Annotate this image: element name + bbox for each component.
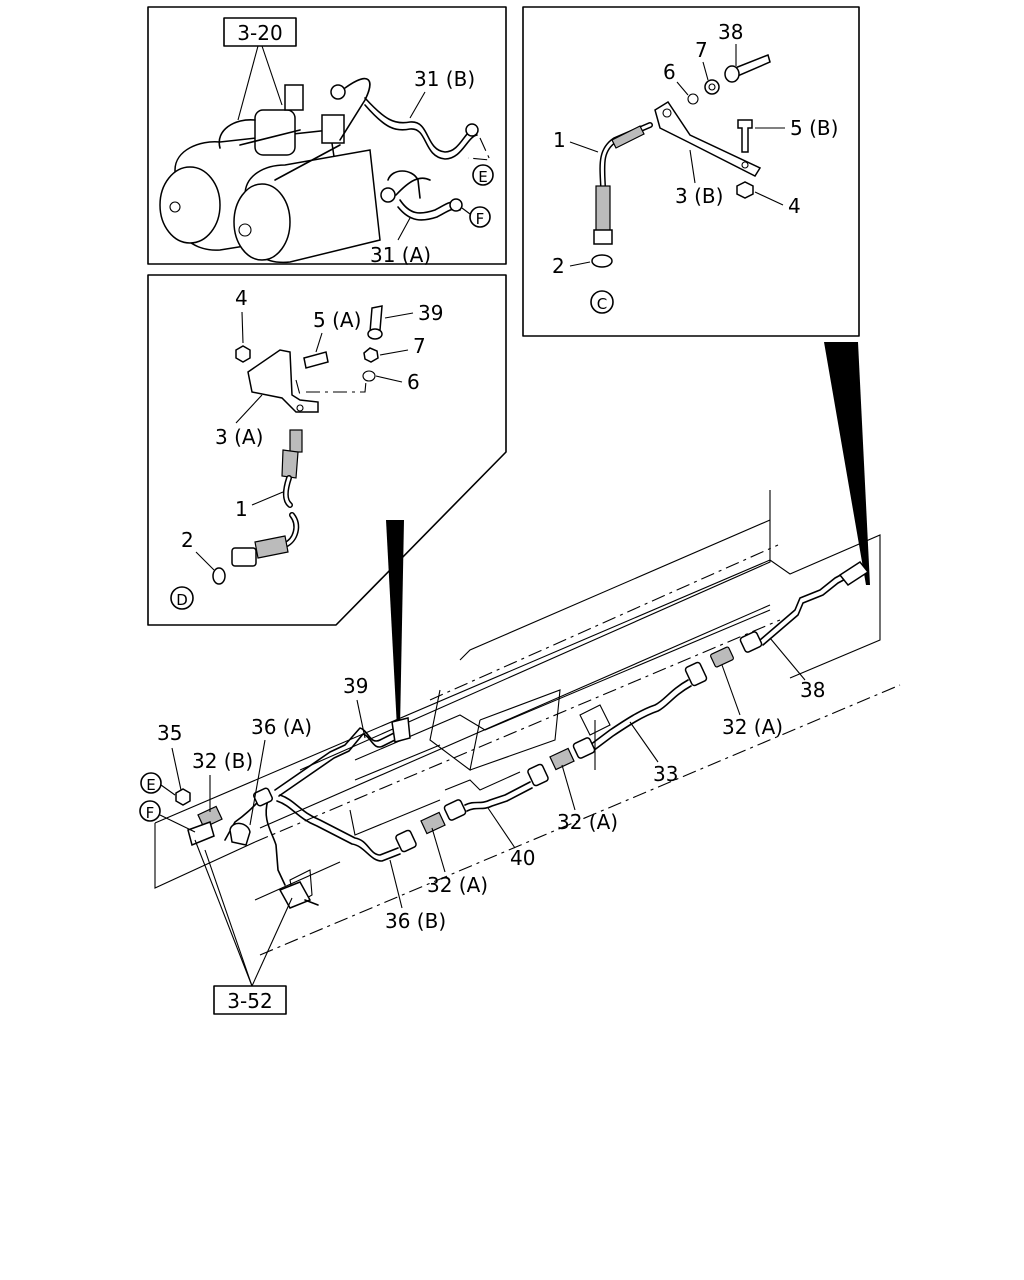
hose-1-end-mid — [254, 535, 289, 559]
label-32b: 32 (B) — [192, 749, 253, 773]
label-4-mid: 4 — [235, 286, 248, 310]
label-5b: 5 (B) — [790, 116, 838, 140]
bolt-5b — [737, 119, 753, 153]
washer-7 — [704, 79, 720, 95]
label-2-top: 2 — [552, 254, 565, 278]
bolt-5a — [303, 351, 329, 369]
label-36a: 36 (A) — [251, 715, 312, 739]
label-32a-low: 32 (A) — [427, 873, 488, 897]
label-32a-mid: 32 (A) — [557, 810, 618, 834]
pointer-wedge-right — [824, 342, 870, 585]
bolt-39 — [369, 305, 383, 333]
frame-labels: 39 36 (A) 35 32 (B) E F 38 32 (A) 33 32 … — [139, 637, 825, 1015]
ring-6 — [687, 93, 699, 105]
label-3a: 3 (A) — [215, 425, 263, 449]
bracket-39 — [391, 717, 411, 743]
fitting-32a-right — [710, 646, 734, 668]
label-7-top: 7 — [695, 38, 708, 62]
label-6-top: 6 — [663, 60, 676, 84]
connector-e-top — [472, 164, 494, 186]
label-4-top: 4 — [788, 194, 801, 218]
ref-box-3-20 — [223, 17, 297, 47]
pipe-31b — [364, 97, 476, 153]
nut-4-mid — [235, 345, 251, 363]
washer-7-mid — [363, 347, 379, 363]
label-39-frame: 39 — [343, 674, 368, 698]
label-40: 40 — [510, 846, 535, 870]
label-33: 33 — [653, 762, 678, 786]
label-1-mid: 1 — [235, 497, 248, 521]
nut-4 — [736, 181, 754, 199]
panel-border — [147, 6, 507, 265]
ref-box-3-52 — [213, 985, 287, 1015]
tee-fitting-left — [187, 821, 215, 847]
label-7-mid: 7 — [413, 334, 426, 358]
tee-fitting-lower — [278, 881, 312, 909]
label-35: 35 — [157, 721, 182, 745]
panel-border — [522, 6, 860, 337]
label-conn-d: D — [176, 591, 188, 609]
connector-c — [590, 290, 614, 314]
label-conn-f-top: F — [476, 210, 485, 228]
hose-1-end — [595, 185, 611, 232]
gasket-2 — [591, 254, 613, 268]
fitting-32b — [197, 805, 223, 829]
label-38-frame: 38 — [800, 678, 825, 702]
ref-label-3-20: 3-20 — [237, 21, 282, 45]
label-conn-e-top: E — [478, 168, 487, 186]
bracket-3b — [654, 100, 762, 177]
brake-pipes — [175, 561, 870, 909]
nut-35 — [175, 788, 191, 806]
label-6-mid: 6 — [407, 370, 420, 394]
fitting-38 — [739, 631, 763, 653]
panel-air-tanks: 3-20 31 (B) 31 (A) E F — [147, 6, 507, 267]
label-conn-f-frame: F — [146, 804, 155, 822]
ref-label-3-52: 3-52 — [227, 989, 272, 1013]
label-1-top: 1 — [553, 128, 566, 152]
bracket-3a — [247, 349, 319, 413]
air-tank-illustration — [159, 77, 431, 264]
label-31b: 31 (B) — [414, 67, 475, 91]
panel-border — [147, 274, 507, 626]
panel-bracket-3a: 4 5 (A) 39 7 6 3 (A) 1 2 D — [147, 274, 507, 626]
end-bracket — [838, 561, 870, 586]
label-32a-right: 32 (A) — [722, 715, 783, 739]
label-5a: 5 (A) — [313, 308, 361, 332]
label-36b: 36 (B) — [385, 909, 446, 933]
fitting-36a — [229, 822, 251, 846]
label-3b: 3 (B) — [675, 184, 723, 208]
label-31a: 31 (A) — [370, 243, 431, 267]
fitting-32a-mid — [549, 747, 575, 771]
pointer-wedge-left — [386, 520, 404, 728]
label-conn-c: C — [597, 295, 607, 313]
connector-f-top — [469, 206, 491, 228]
label-conn-e-frame: E — [146, 776, 155, 794]
gasket-2-mid — [212, 567, 226, 585]
label-38-top: 38 — [718, 20, 743, 44]
connector-f-frame — [139, 800, 161, 822]
connector-d — [170, 586, 194, 610]
label-2-mid: 2 — [181, 528, 194, 552]
label-39-mid: 39 — [418, 301, 443, 325]
fitting-32a-low — [420, 811, 446, 835]
ring-6-mid — [362, 370, 376, 382]
panel-bracket-3b: 38 7 6 1 5 (B) 3 (B) 4 2 C — [522, 6, 860, 337]
connector-e-frame — [140, 772, 162, 794]
